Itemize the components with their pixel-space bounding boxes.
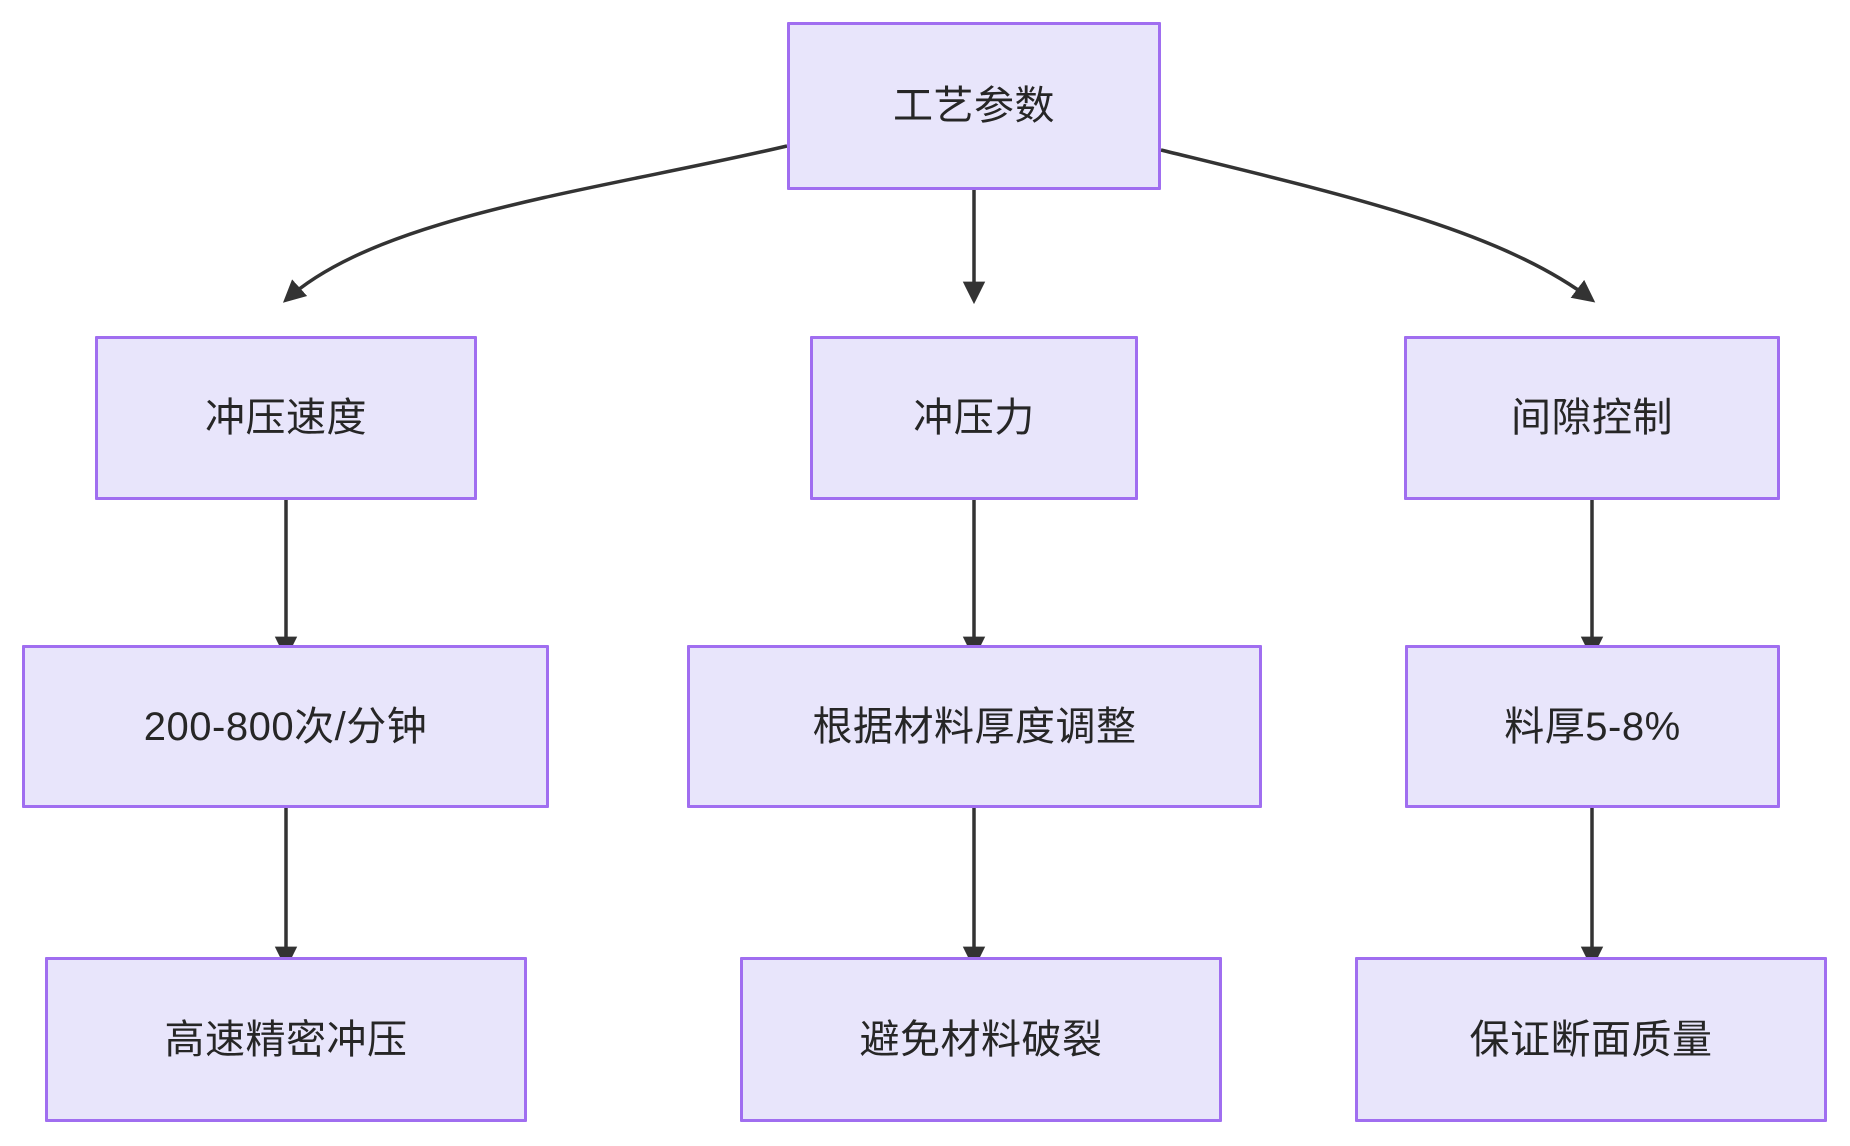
node-root-label: 工艺参数 [893,84,1055,128]
node-clearance-control[interactable]: 间隙控制 [1404,336,1780,500]
node-high-speed-precision-label: 高速精密冲压 [164,1017,408,1062]
node-speed-range[interactable]: 200-800次/分钟 [22,645,549,808]
edge-root-to-clearance [1160,148,1596,303]
node-clearance-control-label: 间隙控制 [1511,396,1673,440]
node-stamping-force-label: 冲压力 [913,396,1035,440]
node-clearance-ratio-label: 料厚5-8% [1504,704,1681,749]
node-force-thickness-label: 根据材料厚度调整 [812,704,1137,749]
edge-root-to-speed [282,144,788,303]
node-high-speed-precision[interactable]: 高速精密冲压 [45,957,527,1122]
node-stamping-speed[interactable]: 冲压速度 [95,336,477,500]
node-section-quality[interactable]: 保证断面质量 [1355,957,1827,1122]
node-root[interactable]: 工艺参数 [787,22,1161,190]
node-stamping-force[interactable]: 冲压力 [810,336,1138,500]
node-section-quality-label: 保证断面质量 [1469,1017,1713,1062]
node-speed-range-label: 200-800次/分钟 [143,704,428,749]
node-stamping-speed-label: 冲压速度 [205,396,367,440]
node-avoid-cracking[interactable]: 避免材料破裂 [740,957,1222,1122]
node-avoid-cracking-label: 避免材料破裂 [859,1017,1103,1062]
node-force-thickness[interactable]: 根据材料厚度调整 [687,645,1262,808]
node-clearance-ratio[interactable]: 料厚5-8% [1405,645,1780,808]
